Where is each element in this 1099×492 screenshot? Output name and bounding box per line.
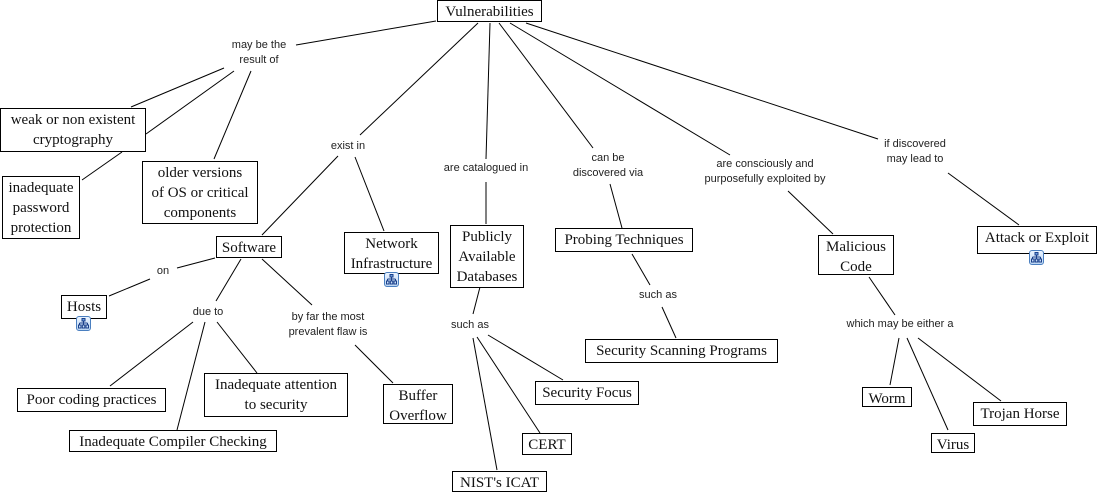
concept-poor-coding-practices[interactable]: Poor coding practices [17,388,166,412]
concept-trojan-horse[interactable]: Trojan Horse [973,402,1067,426]
edge [216,321,258,374]
edge [476,336,541,434]
link-such-as-probing[interactable]: such as [639,289,677,301]
edge [354,344,394,384]
edge [108,278,151,297]
edge [130,67,225,108]
concept-vulnerabilities[interactable]: Vulnerabilities [437,0,542,22]
concept-probing-techniques[interactable]: Probing Techniques [555,228,693,252]
edge [472,337,498,471]
edge [889,337,900,386]
link-may-be-result-of[interactable]: may be the result of [231,39,287,66]
link-exist-in[interactable]: exist in [330,140,366,152]
concept-weak-cryptography[interactable]: weak or non existent cryptography [0,108,146,152]
edge [498,22,594,149]
edge [176,321,206,431]
edge [261,155,339,236]
submap-hierarchy-icon-attack[interactable] [1029,250,1044,265]
edge [787,190,834,235]
concept-network-infrastructure[interactable]: Network Infrastructure [344,232,439,274]
concept-publicly-available-databases[interactable]: Publicly Available Databases [450,225,524,288]
edge [509,22,731,156]
edge [868,276,896,316]
edge [295,20,437,46]
concept-malicious-code[interactable]: Malicious Code [818,235,894,275]
edge [109,321,194,387]
concept-cert[interactable]: CERT [522,433,572,455]
link-consciously-exploited-by[interactable]: are consciously and purposefully exploit… [704,158,826,185]
concept-hosts[interactable]: Hosts [61,295,107,319]
concept-attack-or-exploit[interactable]: Attack or Exploit [977,226,1097,254]
concept-security-scanning-programs[interactable]: Security Scanning Programs [585,339,778,363]
edge [176,257,216,269]
link-if-discovered-may-lead-to[interactable]: if discovered may lead to [884,138,946,165]
concept-virus[interactable]: Virus [931,433,975,453]
submap-hierarchy-icon-network[interactable] [384,272,399,287]
edge [631,253,651,286]
edge [261,258,313,306]
edge [354,156,385,232]
concept-buffer-overflow[interactable]: Buffer Overflow [383,384,453,424]
edge [917,337,1002,402]
concept-inadequate-password-protection[interactable]: inadequate password protection [2,176,80,239]
concept-security-focus[interactable]: Security Focus [535,381,639,405]
link-due-to[interactable]: due to [192,306,224,318]
edge [472,286,481,315]
edge [145,70,235,135]
submap-hierarchy-icon-hosts[interactable] [76,316,91,331]
concept-inadequate-attention-to-security[interactable]: Inadequate attention to security [204,373,348,417]
concept-nists-icat[interactable]: NIST's ICAT [452,471,547,492]
edge [525,22,879,140]
edge [661,306,677,339]
edge [906,337,949,431]
link-can-be-discovered-via[interactable]: can be discovered via [572,152,644,179]
edge [213,70,252,160]
link-most-prevalent-flaw[interactable]: by far the most prevalent flaw is [288,311,368,338]
link-such-as-databases[interactable]: such as [451,319,489,331]
edge [215,258,242,302]
link-on[interactable]: on [156,265,170,277]
concept-worm[interactable]: Worm [862,387,912,407]
edge [81,151,123,181]
edge [359,22,479,136]
link-which-may-be-either[interactable]: which may be either a [846,318,954,330]
edge [485,22,491,160]
edge [947,172,1020,226]
edge [609,183,623,229]
link-are-catalogued-in[interactable]: are catalogued in [443,162,529,174]
concept-inadequate-compiler-checking[interactable]: Inadequate Compiler Checking [69,430,277,452]
concept-software[interactable]: Software [216,236,282,258]
concept-older-versions[interactable]: older versions of OS or critical compone… [142,161,258,224]
edge [487,334,564,381]
